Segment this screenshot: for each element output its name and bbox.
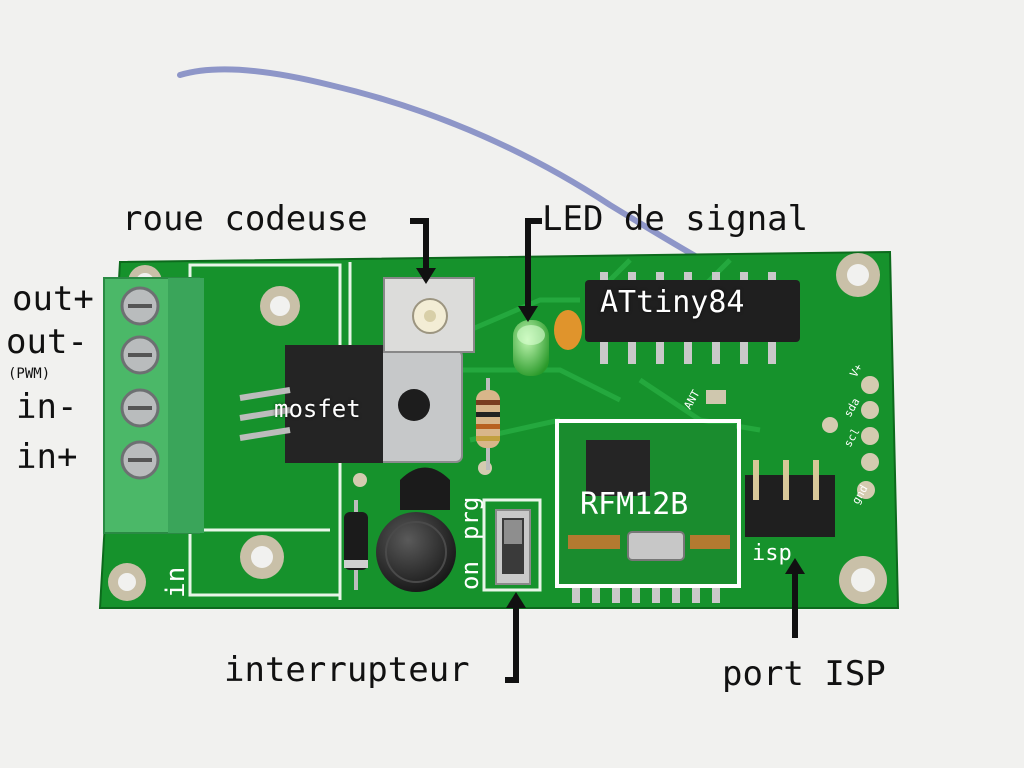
label-mosfet: mosfet <box>274 395 361 423</box>
rfm12b-module <box>555 419 741 603</box>
label-out-minus: out- <box>6 322 88 362</box>
label-interrupteur: interrupteur <box>224 650 470 690</box>
label-in-minus: in- <box>16 387 78 427</box>
header-pads-right <box>353 376 879 499</box>
arrowhead-roue-codeuse <box>416 268 436 284</box>
label-pwm: (PWM) <box>8 366 51 382</box>
attiny84-chip <box>585 272 800 364</box>
arrowhead-interrupteur <box>506 592 526 608</box>
terminal-screws <box>120 286 160 480</box>
annotation-arrows <box>410 218 798 683</box>
label-led-signal: LED de signal <box>542 199 809 239</box>
tantalum-capacitor <box>554 310 582 350</box>
terminal-block <box>103 277 204 534</box>
signal-led-component <box>513 320 549 376</box>
arrow-heads <box>416 268 805 608</box>
label-rfm12b: RFM12B <box>580 487 689 522</box>
transistor <box>400 467 450 510</box>
coding-wheel-component <box>383 277 475 353</box>
arrow-interrupteur <box>505 606 519 683</box>
mosfet-component <box>239 345 463 463</box>
isp-header <box>745 460 835 537</box>
label-roue-codeuse: roue codeuse <box>122 199 368 239</box>
slide-switch <box>495 509 531 585</box>
diode <box>344 500 368 590</box>
arrowhead-led-signal <box>518 306 538 322</box>
silk-prg-label: prg <box>456 497 484 540</box>
ant-pad <box>706 390 726 404</box>
electrolytic-capacitor <box>376 512 456 592</box>
arrowhead-port-isp <box>785 558 805 574</box>
mounting-holes <box>108 253 887 604</box>
silk-on-label: on <box>456 561 484 590</box>
silk-in-label: in <box>161 567 191 598</box>
label-port-isp: port ISP <box>722 654 886 694</box>
arrow-roue-codeuse <box>410 218 429 272</box>
label-attiny84: ATtiny84 <box>600 285 745 320</box>
silk-vplus-label: V+ <box>847 361 865 379</box>
arrow-led-signal <box>525 218 542 310</box>
silk-isp-label: isp <box>752 541 792 566</box>
label-out-plus: out+ <box>12 279 94 319</box>
resistor <box>476 378 500 470</box>
label-in-plus: in+ <box>16 437 78 477</box>
